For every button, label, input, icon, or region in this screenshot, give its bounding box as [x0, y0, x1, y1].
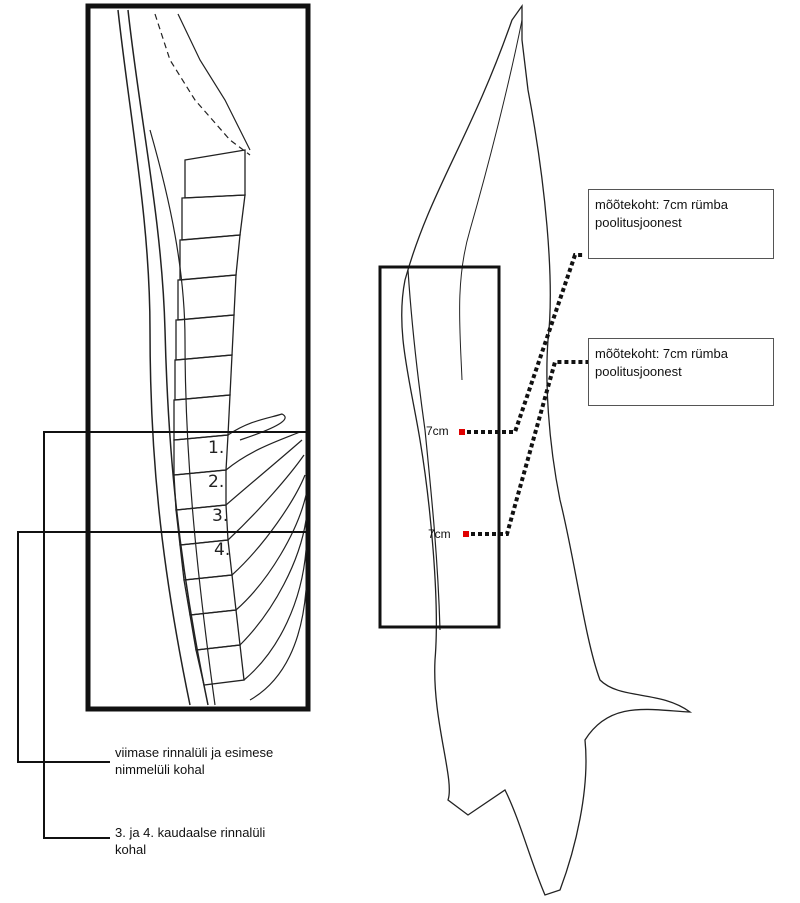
spine-canal-outer [117, 9, 191, 706]
note-last-thoracic-line2: nimmelüli kohal [115, 762, 205, 777]
measurement-frame [378, 265, 501, 629]
callout-upper-line1: mõõtekoht: 7cm rümba [595, 197, 728, 212]
callout-lower-line1: mõõtekoht: 7cm rümba [595, 346, 728, 361]
note-caudal-thoracic-line2: kohal [115, 842, 147, 857]
callout-lower: mõõtekoht: 7cm rümba poolitusjoonest [588, 338, 774, 406]
note-caudal-thoracic-line1: 3. ja 4. kaudaalse rinnalüli [115, 825, 266, 840]
note-caudal-thoracic: 3. ja 4. kaudaalse rinnalüli kohal [115, 824, 265, 858]
callout-upper: mõõtekoht: 7cm rümba poolitusjoonest [588, 189, 774, 259]
note-last-thoracic: viimase rinnalüli ja esimese nimmelüli k… [115, 744, 273, 778]
carcass-inner-line [459, 19, 523, 381]
spine-frame [85, 3, 311, 712]
mark-lower-7cm: 7cm [428, 527, 451, 541]
note-last-thoracic-line1: viimase rinnalüli ja esimese [115, 745, 274, 760]
marker-upper [459, 429, 465, 435]
callout-lower-line2: poolitusjoonest [595, 364, 682, 379]
vertebra-label-4: 4. [214, 540, 231, 560]
spine-canal-inner [127, 9, 209, 706]
carcass-outline-left [401, 3, 693, 896]
vertebra-label-2: 2. [208, 472, 225, 492]
vertebra-label-3: 3. [212, 506, 229, 526]
carcass-split-line [407, 269, 441, 631]
vertebrae [173, 149, 246, 686]
spine-dorsal-dashes [154, 13, 251, 156]
leader-lines [467, 253, 588, 536]
ribs [225, 413, 307, 701]
spine-dorsal-line [177, 13, 251, 151]
marker-lower [463, 531, 469, 537]
bracket-lines [17, 431, 310, 839]
mark-upper-7cm: 7cm [426, 424, 449, 438]
vertebra-label-1: 1. [208, 438, 225, 458]
spine-body-line [149, 129, 216, 706]
callout-upper-line2: poolitusjoonest [595, 215, 682, 230]
